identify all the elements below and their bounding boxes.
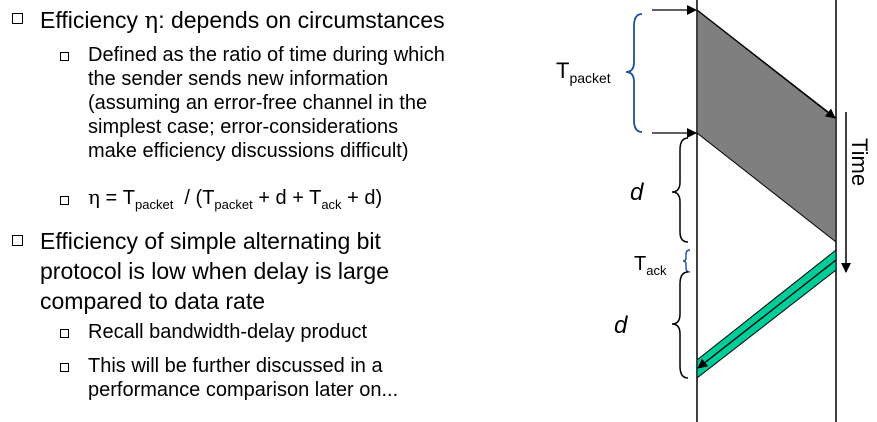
definition-line: simplest case; error-considerations xyxy=(88,116,399,138)
bullet-line: performance comparison later on... xyxy=(88,379,399,401)
sub-bullet-performance: This will be further discussed in a perf… xyxy=(88,354,398,402)
packet-leading-edge xyxy=(696,9,836,119)
d-label-2: d xyxy=(614,312,628,339)
d-brace-2 xyxy=(671,271,689,379)
bullet-alternating-bit: Efficiency of simple alternating bit pro… xyxy=(40,226,389,316)
definition-line: the sender sends new information xyxy=(88,68,389,90)
d-label-1: d xyxy=(630,179,644,206)
bullet-marker xyxy=(12,235,23,246)
bullet-efficiency: Efficiency η: depends on circumstances xyxy=(40,5,445,36)
formula-subscript: packet xyxy=(214,197,253,212)
bullet-line: This will be further discussed in a xyxy=(88,355,383,377)
ack-leading-edge xyxy=(697,259,837,369)
definition-line: Defined as the ratio of time during whic… xyxy=(88,44,445,66)
t-packet-brace xyxy=(625,13,643,133)
formula-subscript: packet xyxy=(135,197,174,212)
formula-subscript: ack xyxy=(321,197,342,212)
sub-bullet-marker xyxy=(60,329,69,338)
bullet-list: Efficiency η: depends on circumstances D… xyxy=(12,5,445,402)
sub-bullet-definition: Defined as the ratio of time during whic… xyxy=(88,43,445,163)
definition-line: (assuming an error-free channel in the xyxy=(88,92,428,114)
bullet-line: Recall bandwidth-delay product xyxy=(88,321,368,343)
formula-part: / (T xyxy=(173,187,215,209)
bullet-line: Efficiency of simple alternating bit xyxy=(40,228,381,254)
d-brace-1 xyxy=(671,137,689,243)
t-ack-brace xyxy=(682,249,691,273)
definition-line: make efficiency discussions difficult) xyxy=(88,140,409,162)
bullet-line: compared to data rate xyxy=(40,288,266,314)
eta-symbol: η xyxy=(88,185,100,209)
sub-bullet-formula: η = Tpacket / (Tpacket + d + Tack + d) xyxy=(88,185,382,212)
sub-bullet-marker xyxy=(60,363,69,372)
t-ack-label: Tack xyxy=(634,253,667,278)
formula-part: = T xyxy=(99,187,135,209)
bullet-efficiency-prefix: Efficiency xyxy=(40,7,145,33)
time-label: Time xyxy=(847,138,872,186)
sub-bullet-bandwidth: Recall bandwidth-delay product xyxy=(88,320,367,344)
bullet-marker xyxy=(12,13,23,24)
bullet-efficiency-text: : depends on circumstances xyxy=(158,7,445,33)
sub-bullet-marker xyxy=(60,196,69,205)
efficiency-formula: η = Tpacket / (Tpacket + d + Tack + d) xyxy=(88,185,382,212)
bullet-line: protocol is low when delay is large xyxy=(40,258,390,284)
formula-part: + d + T xyxy=(252,187,322,209)
t-packet-label: Tpacket xyxy=(556,58,611,86)
packet-transmission xyxy=(696,8,837,244)
sub-bullet-marker xyxy=(60,52,69,61)
eta-symbol: η xyxy=(144,8,159,34)
formula-part: + d) xyxy=(341,187,383,209)
